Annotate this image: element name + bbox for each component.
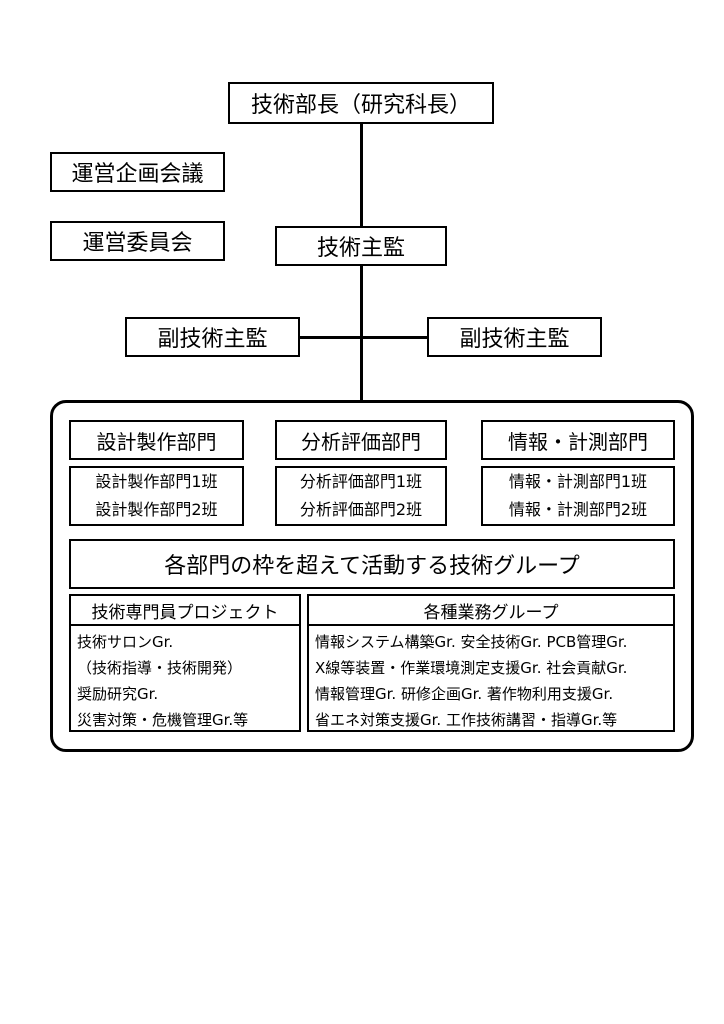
director-box: 技術部長（研究科長）	[228, 82, 494, 124]
department-title-label: 情報・計測部門	[508, 429, 648, 454]
organization-frame	[50, 400, 694, 752]
department-title-design: 設計製作部門	[69, 420, 244, 460]
team-label: 情報・計測部門1班	[508, 472, 648, 491]
projects-panel-title: 技術専門員プロジェクト	[71, 596, 299, 626]
supervisor-box: 技術主監	[275, 226, 447, 266]
team-label: 分析評価部門2班	[299, 500, 423, 519]
deputy-right-label: 副技術主監	[459, 327, 570, 352]
work-group-line: 情報システム構築Gr. 安全技術Gr. PCB管理Gr.	[315, 633, 628, 651]
deputy-left-label: 副技術主監	[157, 327, 268, 352]
project-line: 奨励研究Gr.	[77, 685, 159, 703]
work-group-line: 情報管理Gr. 研修企画Gr. 著作物利用支援Gr.	[315, 685, 614, 703]
deputy-right-box: 副技術主監	[427, 317, 602, 357]
connector-deputies	[300, 336, 427, 339]
work-groups-panel-body: 情報システム構築Gr. 安全技術Gr. PCB管理Gr. X線等装置・作業環境測…	[309, 626, 673, 733]
project-line: 災害対策・危機管理Gr.等	[77, 711, 249, 729]
work-group-line: 省エネ対策支援Gr. 工作技術講習・指導Gr.等	[315, 711, 618, 729]
project-line: （技術指導・技術開発）	[77, 659, 243, 677]
department-teams-info: 情報・計測部門1班 情報・計測部門2班	[481, 466, 675, 526]
deputy-left-box: 副技術主監	[125, 317, 300, 357]
department-title-analysis: 分析評価部門	[275, 420, 447, 460]
cross-group-banner-label: 各部門の枠を超えて活動する技術グループ	[164, 554, 580, 579]
projects-panel-body: 技術サロンGr. （技術指導・技術開発） 奨励研究Gr. 災害対策・危機管理Gr…	[71, 626, 299, 733]
work-group-line: X線等装置・作業環境測定支援Gr. 社会貢献Gr.	[315, 659, 628, 677]
projects-panel: 技術専門員プロジェクト 技術サロンGr. （技術指導・技術開発） 奨励研究Gr.…	[69, 594, 301, 732]
cross-group-banner: 各部門の枠を超えて活動する技術グループ	[69, 539, 675, 589]
department-teams-analysis: 分析評価部門1班 分析評価部門2班	[275, 466, 447, 526]
committee-label: 運営委員会	[82, 231, 193, 256]
work-groups-panel: 各種業務グループ 情報システム構築Gr. 安全技術Gr. PCB管理Gr. X線…	[307, 594, 675, 732]
department-title-label: 分析評価部門	[301, 429, 421, 454]
team-label: 設計製作部門1班	[95, 472, 218, 491]
connector-director-to-supervisor	[360, 124, 363, 228]
committee-box: 運営委員会	[50, 221, 225, 261]
department-teams-design: 設計製作部門1班 設計製作部門2班	[69, 466, 244, 526]
team-label: 情報・計測部門2班	[508, 500, 648, 519]
council-label: 運営企画会議	[71, 162, 204, 187]
team-label: 設計製作部門2班	[95, 500, 218, 519]
team-label: 分析評価部門1班	[299, 472, 423, 491]
supervisor-label: 技術主監	[316, 236, 405, 261]
department-title-label: 設計製作部門	[96, 429, 217, 454]
director-label: 技術部長（研究科長）	[250, 93, 471, 118]
department-title-info: 情報・計測部門	[481, 420, 675, 460]
work-groups-panel-title: 各種業務グループ	[309, 596, 673, 626]
project-line: 技術サロンGr.	[77, 633, 174, 651]
connector-supervisor-to-frame	[360, 266, 363, 402]
council-box: 運営企画会議	[50, 152, 225, 192]
